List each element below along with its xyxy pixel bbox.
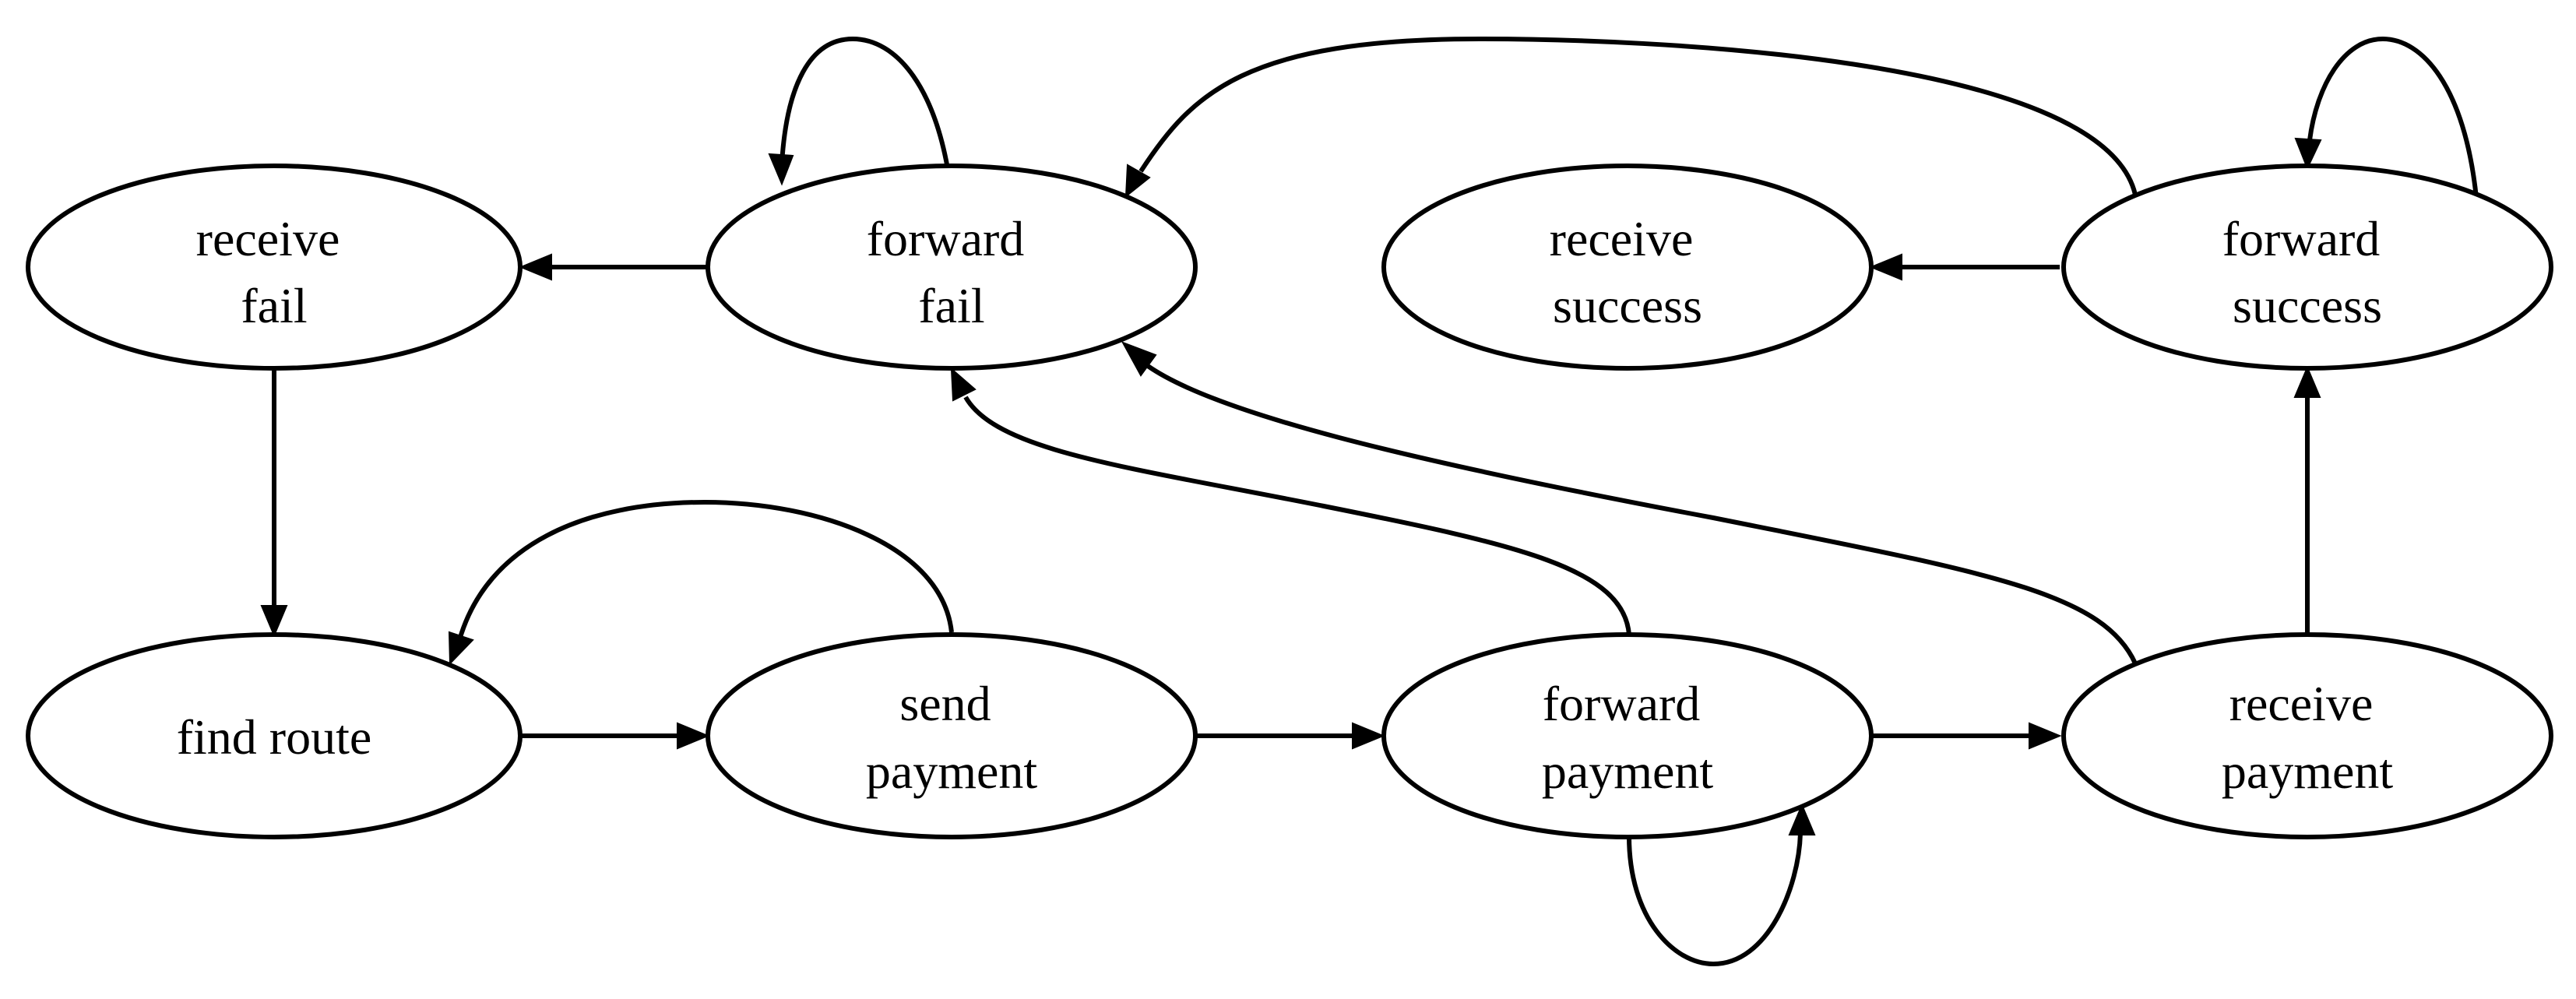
edge-receive-payment-to-forward-success: [2293, 365, 2321, 635]
node-forward-payment: forward payment: [1381, 632, 1874, 839]
node-forward-fail-label-line-1: forward: [867, 211, 1025, 266]
edge-forward-fail-self-loop-arrowhead: [768, 153, 794, 186]
edge-forward-fail-self-loop-line: [779, 36, 954, 195]
node-forward-fail-label-line-2: fail: [918, 278, 984, 333]
node-forward-payment-label-line-2: payment: [1542, 744, 1714, 799]
node-receive-payment-shape: [2061, 632, 2553, 839]
edge-send-payment-to-find-route: [448, 499, 954, 666]
edge-send-payment-to-find-route-arrowhead: [448, 631, 474, 666]
edge-forward-fail-to-receive-fail-arrowhead: [519, 253, 552, 281]
node-forward-success-label-line-1: forward: [2222, 211, 2381, 266]
edges-layer: [260, 36, 2479, 967]
edge-forward-success-to-forward-fail-line: [1138, 36, 2138, 195]
node-receive-success: receive success: [1381, 164, 1874, 371]
node-find-route: find route: [26, 632, 523, 839]
node-send-payment: send payment: [706, 632, 1198, 839]
node-receive-success-label: receive success: [1550, 211, 1706, 333]
edge-forward-success-self-loop-line: [2307, 36, 2479, 199]
edge-forward-success-to-forward-fail-arrowhead: [1124, 164, 1151, 199]
edge-receive-fail-to-find-route: [260, 371, 288, 638]
edge-forward-payment-self-loop-line: [1627, 832, 1803, 967]
edge-receive-fail-to-find-route-arrowhead: [260, 605, 288, 638]
node-send-payment-label: send payment: [866, 676, 1038, 799]
edge-forward-payment-to-forward-fail: [950, 367, 1631, 635]
edge-find-route-to-send-payment-arrowhead: [677, 722, 710, 750]
node-receive-payment: receive payment: [2061, 632, 2553, 839]
node-find-route-label-line-1: find route: [177, 709, 372, 765]
node-forward-fail-shape: [706, 164, 1198, 371]
edge-forward-payment-to-receive-payment: [1872, 722, 2062, 750]
node-forward-fail-label: forward fail: [867, 211, 1037, 333]
node-send-payment-label-line-2: payment: [866, 744, 1038, 799]
node-receive-success-label-line-1: receive: [1550, 211, 1694, 266]
edge-forward-success-self-loop: [2294, 36, 2479, 199]
node-receive-fail-shape: [26, 164, 523, 371]
edge-receive-payment-to-forward-fail-line: [1146, 364, 2138, 665]
edge-receive-payment-to-forward-success-arrowhead: [2293, 365, 2321, 398]
node-receive-payment-label: receive payment: [2222, 676, 2394, 799]
node-receive-payment-label-line-2: payment: [2222, 744, 2394, 799]
edge-receive-payment-to-forward-fail-arrowhead: [1121, 341, 1157, 377]
node-forward-payment-label: forward payment: [1542, 676, 1714, 799]
node-forward-payment-label-line-1: forward: [1543, 676, 1701, 731]
edge-find-route-to-send-payment: [519, 722, 710, 750]
node-forward-success: forward success: [2061, 164, 2553, 371]
node-forward-success-shape: [2061, 164, 2553, 371]
node-forward-success-label-line-2: success: [2233, 278, 2382, 333]
node-receive-fail-label: receive fail: [196, 211, 353, 333]
edge-forward-success-to-receive-success-arrowhead: [1869, 253, 1902, 281]
node-send-payment-shape: [706, 632, 1198, 839]
edge-forward-payment-self-loop-arrowhead: [1788, 803, 1816, 835]
edge-forward-success-to-forward-fail: [1124, 36, 2138, 199]
node-forward-fail: forward fail: [706, 164, 1198, 371]
node-send-payment-label-line-1: send: [899, 676, 991, 731]
node-receive-fail-label-line-2: fail: [241, 278, 307, 333]
node-forward-success-label: forward success: [2222, 211, 2393, 333]
node-forward-payment-shape: [1381, 632, 1874, 839]
node-find-route-shape: [26, 632, 523, 839]
node-receive-fail-label-line-1: receive: [196, 211, 340, 266]
edge-forward-payment-self-loop: [1627, 803, 1816, 967]
edge-forward-payment-to-forward-fail-arrowhead: [950, 367, 977, 402]
edge-receive-payment-to-forward-fail: [1121, 341, 2138, 665]
node-find-route-label: find route: [177, 709, 372, 765]
edge-forward-payment-to-forward-fail-line: [963, 396, 1631, 635]
edge-forward-fail-to-receive-fail: [519, 253, 708, 281]
node-receive-fail: receive fail: [26, 164, 523, 371]
nodes-layer: receive fail forward fail receive succes…: [26, 164, 2553, 839]
edge-send-payment-to-forward-payment-arrowhead: [1352, 722, 1385, 750]
node-receive-success-label-line-2: success: [1553, 278, 1702, 333]
node-receive-payment-label-line-1: receive: [2229, 676, 2374, 731]
edge-forward-success-self-loop-arrowhead: [2294, 137, 2322, 171]
edge-forward-success-to-receive-success: [1869, 253, 2060, 281]
edge-send-payment-to-find-route-line: [457, 499, 954, 641]
edge-forward-payment-to-receive-payment-arrowhead: [2029, 722, 2062, 750]
node-receive-success-shape: [1381, 164, 1874, 371]
edge-send-payment-to-forward-payment: [1197, 722, 1385, 750]
edge-forward-fail-self-loop: [768, 36, 954, 195]
